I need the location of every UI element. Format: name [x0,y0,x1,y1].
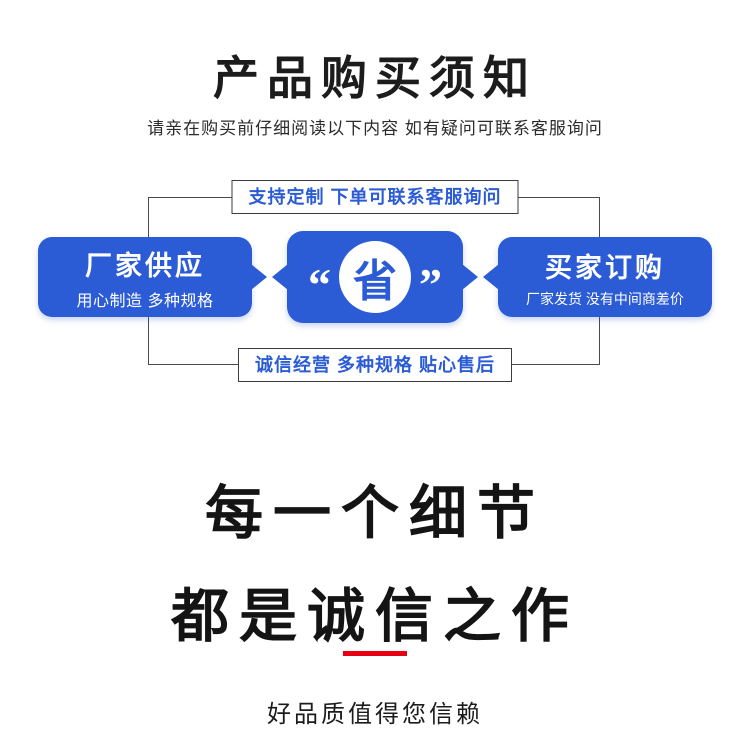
footer-headline: 每一个细节 都是诚信之作 [0,462,750,668]
red-divider [343,651,407,656]
buyer-card: 买家订购 厂家发货 没有中间商差价 [483,237,712,317]
footer-tagline: 好品质值得您信赖 [267,701,483,728]
bottom-note-box: 诚信经营 多种规格 贴心售后 [237,348,513,382]
arrow-right-icon [251,264,267,290]
top-note-box: 支持定制 下单可联系客服询问 [231,180,519,214]
open-quote-mark: “ [308,258,331,310]
page-title: 产品购买须知 [213,52,537,104]
save-badge-character: 省 [353,257,397,306]
page-subtitle: 请亲在购买前仔细阅读以下内容 如有疑问可联系客服询问 [147,119,603,138]
supplier-card: 厂家供应 用心制造 多种规格 [38,237,267,317]
save-badge-card: “ 省 ” [272,231,478,323]
save-badge-circle: 省 [339,241,411,313]
close-quote-mark: ” [419,258,442,310]
footer-headline-line2: 都是诚信之作 [170,584,579,649]
buyer-card-title: 买家订购 [545,252,665,283]
footer-headline-line1: 每一个细节 [204,481,545,546]
supplier-card-subtitle: 用心制造 多种规格 [76,292,214,310]
supplier-card-title: 厂家供应 [85,250,205,281]
arrow-left-icon [483,264,499,290]
buyer-card-subtitle: 厂家发货 没有中间商差价 [526,290,684,307]
arrow-left-icon [272,264,288,290]
arrow-right-icon [462,264,478,290]
